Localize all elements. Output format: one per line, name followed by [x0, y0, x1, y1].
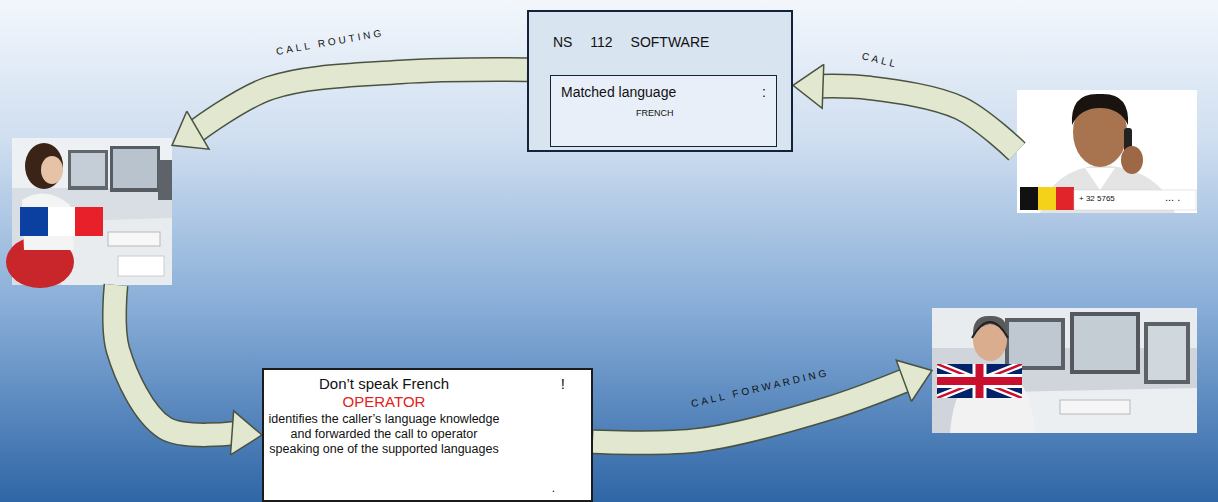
uk-flag — [937, 364, 1022, 398]
headset — [972, 322, 1008, 338]
phone-number-strip — [1074, 190, 1196, 210]
flag-band — [1056, 187, 1074, 210]
hair — [1072, 94, 1128, 125]
monitor — [1070, 312, 1140, 374]
flag-saltire — [937, 364, 1022, 398]
english-operator-illustration — [932, 308, 1197, 433]
french-flag — [20, 207, 103, 236]
keyboard — [108, 232, 160, 246]
arrow-outline — [115, 285, 236, 435]
flag-cross — [937, 377, 1022, 385]
arrow-body — [115, 285, 236, 435]
face — [41, 156, 63, 184]
arrow-head — [172, 111, 209, 149]
box-title: NS 112 SOFTWARE — [553, 34, 709, 50]
arrow-body — [820, 86, 1017, 151]
belgian-flag — [1020, 187, 1074, 210]
monitor — [110, 146, 160, 192]
monitor — [1144, 322, 1190, 384]
arrow-label: CALL FORWARDING — [690, 367, 830, 410]
arrow-head — [793, 64, 824, 108]
arrow-label: CALL ROUTING — [275, 27, 385, 57]
photo-ground — [1017, 90, 1197, 213]
arrow-body — [195, 70, 527, 132]
caller-illustration — [1017, 90, 1197, 213]
hand — [1121, 146, 1143, 174]
hair — [973, 316, 1007, 336]
flag-saltire — [937, 364, 1022, 398]
flow-arrow — [793, 64, 1017, 151]
monitor-screen — [113, 149, 157, 188]
stray-dot: . — [552, 482, 555, 496]
exclamation-mark: ! — [561, 375, 565, 392]
note-subheading: OPERATOR — [264, 393, 504, 410]
flag-band — [1038, 187, 1056, 210]
english-operator-photo — [932, 308, 1197, 433]
flag-ground — [937, 364, 1022, 398]
monitor-screen — [1074, 316, 1136, 370]
arrow-head — [896, 360, 932, 401]
monitor — [158, 160, 172, 200]
phone-number: + 32 5765 — [1079, 194, 1115, 203]
photo-ground — [932, 308, 1197, 433]
arrow-label: CALL — [861, 50, 900, 70]
arrow-outline — [195, 70, 527, 132]
flow-arrow — [115, 285, 262, 455]
note-heading: Don’t speak French — [264, 375, 504, 392]
caller-photo: + 32 5765 ... . — [1017, 90, 1197, 213]
keyboard — [1060, 400, 1130, 414]
flag-band — [20, 207, 48, 236]
french-operator-photo — [12, 138, 172, 285]
arrow-outline — [820, 86, 1017, 151]
operator-note-box: Don’t speak French! OPERATOR identifies th… — [262, 368, 593, 502]
monitor-screen — [1009, 322, 1061, 366]
matched-language-panel: Matched language: FRENCH — [550, 75, 777, 147]
monitor — [1005, 318, 1065, 370]
phone-number-dots: ... . — [1165, 191, 1180, 204]
monitor-screen — [1148, 326, 1186, 380]
note-body: identifies the caller’s language knowled… — [264, 412, 504, 457]
french-operator-illustration — [6, 138, 172, 288]
collar — [1085, 168, 1115, 190]
flag-saltire — [937, 364, 1022, 398]
flag-band — [1020, 187, 1038, 210]
panel-label: Matched language — [561, 84, 676, 100]
flag-saltire — [937, 364, 1022, 398]
monitor-screen — [71, 153, 105, 186]
arrow-head — [230, 411, 262, 455]
colon-mark: : — [762, 84, 766, 100]
flow-arrow — [172, 70, 527, 150]
software-box: Matched language: FRENCH NS 112 SOFTWARE — [527, 10, 793, 152]
flow-arrow — [593, 360, 932, 442]
paper — [118, 256, 164, 276]
language-name: FRENCH — [636, 108, 674, 118]
hair — [25, 143, 63, 189]
wall — [12, 138, 172, 188]
flag-band — [48, 207, 75, 236]
monitor — [68, 150, 108, 190]
flag-band — [75, 207, 103, 236]
